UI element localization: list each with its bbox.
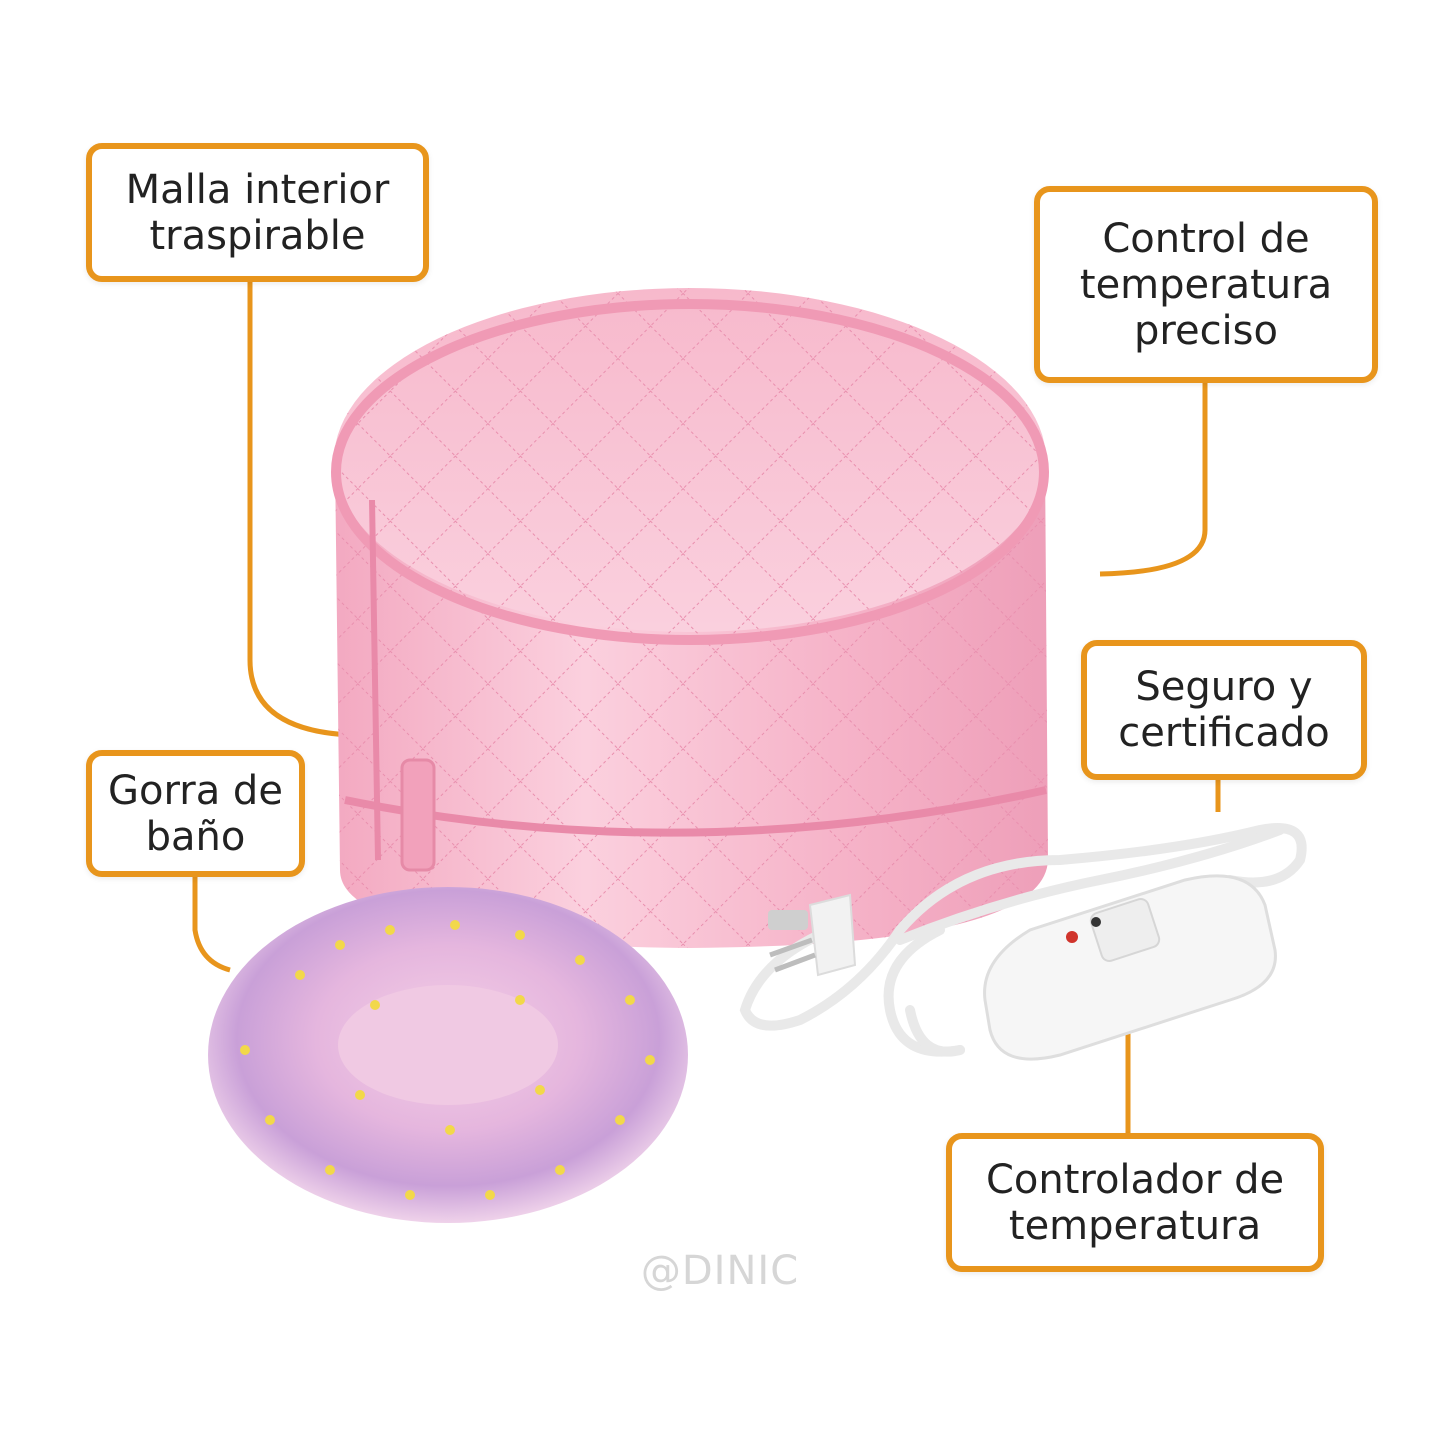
callout-shower-cap: Gorra de baño (86, 750, 305, 877)
watermark-text: @DINIC (640, 1248, 800, 1294)
cap-connector-line (192, 876, 231, 973)
shower-cap-image (208, 887, 688, 1223)
callout-cap-line2: baño (145, 813, 246, 860)
callout-safe-line2: certificado (1118, 710, 1330, 756)
callout-breathable-mesh-line2: traspirable (149, 212, 366, 259)
mesh-connector-line (247, 282, 351, 738)
callout-controller-line2: temperatura (1008, 1202, 1262, 1249)
callout-temperature-controller: Controlador de temperatura (946, 1133, 1324, 1272)
heating-cap-image (331, 288, 1049, 948)
temperature-controller-image (983, 874, 1277, 1061)
callout-safe-certified: Seguro y certificado (1081, 640, 1367, 780)
callout-cap-line1: Gorra de (108, 767, 283, 814)
plug-image (769, 893, 857, 977)
callout-temp-control-line3: preciso (1134, 307, 1278, 354)
callout-temp-control-line2: temperatura (1079, 261, 1333, 308)
callout-breathable-mesh: Malla interior traspirable (86, 143, 429, 282)
cord-controller-image (739, 823, 1307, 1057)
callout-controller-line1: Controlador de (985, 1156, 1285, 1203)
callout-temp-control-line1: Control de (1102, 215, 1310, 262)
callout-precise-temperature-control: Control de temperatura preciso (1034, 186, 1378, 383)
callout-safe-line1: Seguro y (1135, 664, 1313, 710)
callout-breathable-mesh-line1: Malla interior (125, 166, 390, 213)
temp-control-connector-line (1099, 382, 1208, 577)
connector-lines (192, 282, 1221, 1133)
